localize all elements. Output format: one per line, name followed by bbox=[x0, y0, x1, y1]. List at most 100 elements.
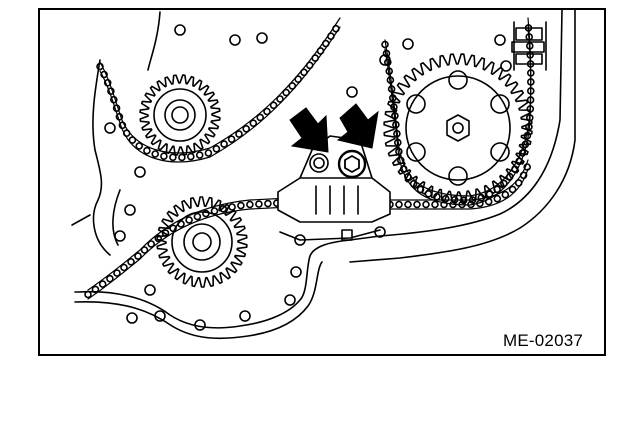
chain-link bbox=[264, 199, 272, 208]
chain-link bbox=[393, 138, 402, 147]
chain-link bbox=[161, 229, 170, 237]
bolt-hole bbox=[229, 34, 241, 46]
chain-link bbox=[387, 85, 396, 93]
bolt-hole bbox=[124, 204, 136, 216]
chain-link bbox=[227, 135, 236, 143]
chain-link bbox=[210, 207, 219, 215]
chain-link bbox=[409, 180, 418, 188]
chain-link bbox=[185, 216, 193, 224]
bolt-hole bbox=[494, 34, 506, 46]
chain-link bbox=[276, 95, 284, 103]
chain-link bbox=[311, 54, 320, 62]
chain-link bbox=[391, 112, 399, 120]
chain-link bbox=[392, 120, 400, 129]
chain-link bbox=[395, 147, 403, 156]
chain-link bbox=[147, 240, 155, 248]
chain-link bbox=[525, 114, 534, 122]
chain-link bbox=[249, 119, 258, 127]
chain-link bbox=[282, 88, 291, 97]
bolt-hole bbox=[194, 319, 206, 331]
chain-link bbox=[106, 274, 114, 283]
arrow-left-bolt bbox=[289, 107, 329, 153]
bolt-hole bbox=[144, 284, 156, 296]
chain-link bbox=[413, 200, 421, 209]
chain-link bbox=[500, 179, 508, 188]
chain-link bbox=[422, 200, 430, 209]
chain-link bbox=[526, 78, 535, 86]
figure-id-label: ME-02037 bbox=[503, 331, 584, 350]
chain-link bbox=[169, 224, 177, 233]
chain-link bbox=[120, 263, 128, 272]
chain-link bbox=[476, 199, 484, 208]
engine-cover-outline bbox=[71, 10, 576, 340]
bolt-hole bbox=[126, 312, 138, 324]
chain-link bbox=[143, 146, 151, 155]
chain-link bbox=[501, 190, 510, 199]
chain-link bbox=[128, 136, 137, 144]
bolt-hole bbox=[154, 310, 166, 322]
chain-link bbox=[219, 205, 227, 213]
chain-link bbox=[263, 107, 271, 116]
chain-link bbox=[508, 185, 517, 194]
chain-link bbox=[467, 200, 475, 209]
chain-link bbox=[242, 125, 250, 133]
chain-link bbox=[96, 62, 104, 71]
idler-bracket bbox=[511, 21, 547, 71]
chain-link bbox=[321, 39, 330, 48]
chain-link bbox=[256, 113, 265, 122]
chain-guides bbox=[112, 189, 381, 246]
bolt-hole bbox=[346, 86, 358, 98]
chain-link bbox=[514, 179, 523, 187]
cover-bolt-holes bbox=[104, 24, 512, 331]
chain-link bbox=[399, 165, 408, 173]
chain-link bbox=[110, 95, 118, 104]
chain-link bbox=[177, 220, 185, 228]
bolt-hole bbox=[284, 294, 296, 306]
chain-link bbox=[493, 185, 501, 194]
chain-link bbox=[521, 140, 530, 149]
bolt-hole bbox=[174, 24, 186, 36]
chain-link bbox=[228, 203, 236, 211]
chain-link bbox=[518, 149, 527, 157]
chain-link bbox=[122, 129, 131, 137]
chain-link bbox=[169, 153, 177, 162]
chain-link bbox=[385, 67, 394, 75]
chain-link bbox=[113, 269, 121, 277]
chain-link bbox=[383, 58, 392, 67]
chain-link bbox=[519, 171, 528, 180]
chain-link bbox=[396, 156, 405, 165]
chain-link bbox=[160, 152, 168, 160]
chain-link bbox=[134, 252, 142, 260]
chain-link bbox=[118, 121, 127, 130]
chain-link bbox=[404, 173, 412, 181]
chain-link bbox=[525, 123, 533, 131]
bolt-hole bbox=[256, 32, 268, 44]
chain-link bbox=[449, 200, 457, 209]
chain-link bbox=[523, 163, 532, 171]
chain-link bbox=[294, 75, 303, 83]
chain-tensioner bbox=[277, 135, 391, 223]
bolt-hole bbox=[239, 310, 251, 322]
bolt-hole bbox=[104, 122, 116, 134]
chain-link bbox=[382, 49, 391, 58]
chain-link bbox=[154, 234, 162, 243]
chain-link bbox=[526, 87, 535, 95]
chain-link bbox=[151, 150, 159, 158]
chain-link bbox=[332, 24, 340, 33]
chain-link bbox=[523, 131, 532, 140]
tensioner-bolts bbox=[309, 149, 367, 179]
chain-link bbox=[526, 96, 535, 104]
indicator-arrows bbox=[289, 103, 379, 153]
chain-link bbox=[431, 200, 439, 209]
chain-link bbox=[178, 153, 186, 162]
chain-link bbox=[112, 104, 121, 112]
chain-link bbox=[381, 40, 389, 49]
chain-link bbox=[140, 246, 149, 254]
chain-link bbox=[327, 32, 335, 41]
chain-link bbox=[237, 201, 245, 210]
chain-link bbox=[255, 200, 263, 208]
chain-link bbox=[127, 257, 135, 266]
chain-link bbox=[246, 200, 254, 209]
